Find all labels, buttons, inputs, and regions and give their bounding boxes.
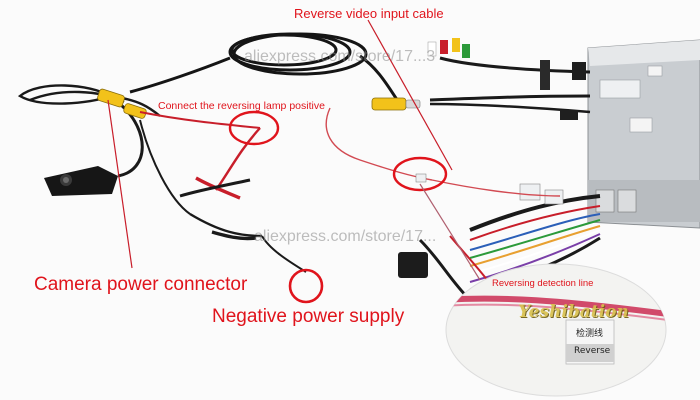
annotation-circles [228,110,448,304]
harness-bundle-lower [398,183,601,302]
inset-tag-chinese: 检测线 [576,329,604,339]
head-unit [587,39,700,229]
detection-line-inset [445,263,667,397]
extension-cable-coil [129,32,402,105]
inset-tag-reverse: Reverse [574,346,611,356]
reversing-detection-line-label: Reversing detection line [492,278,594,289]
negative-power-supply-label: Negative power supply [212,306,405,327]
connect-reversing-lamp-label: Connect the reversing lamp positive [158,100,325,112]
inset-brand-watermark: Yeshibation [518,302,629,322]
reverse-video-input-cable-label: Reverse video input cable [294,6,444,21]
annotation-pointers [107,19,481,281]
rca-connector-left [97,88,147,119]
harness-bundle-top [427,38,591,120]
camera-power-connector-label: Camera power connector [34,274,248,295]
reversing-camera [44,102,144,196]
reversing-lamp-wire [139,111,307,273]
watermark-middle: aliexpress.com/store/17... [254,228,437,245]
watermark-top: aliexpress.com/store/17...3 [244,48,436,65]
detection-wire [325,107,561,197]
